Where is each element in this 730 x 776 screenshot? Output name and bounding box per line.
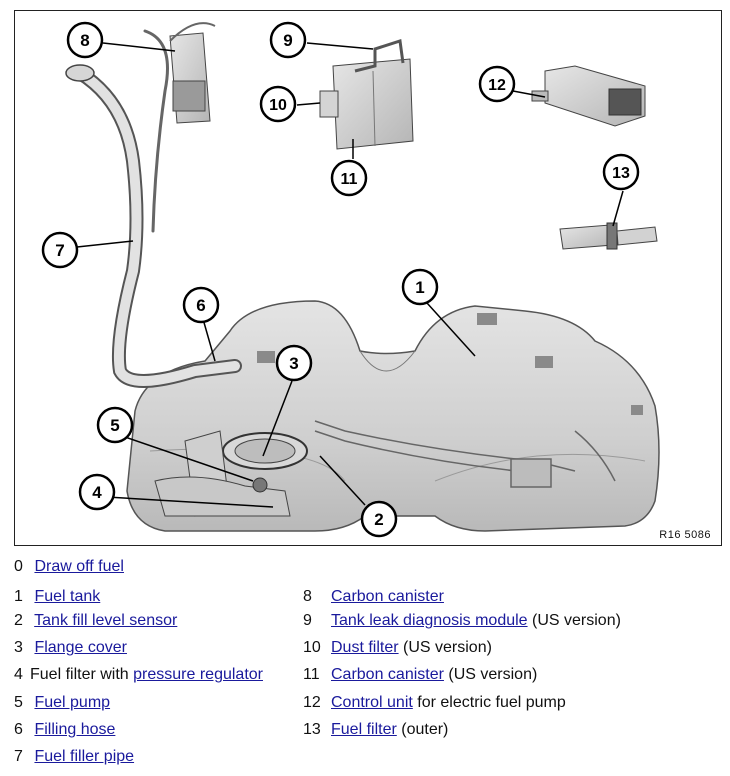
callout-12-label: 12 xyxy=(488,77,506,94)
parts-legend: 0 Draw off fuel 1 Fuel tank 2 Tank fill … xyxy=(0,553,730,776)
legend-number: 13 xyxy=(303,721,321,738)
legend-number: 6 xyxy=(14,721,23,738)
legend-item-12: 12 Control unit for electric fuel pump xyxy=(303,693,566,713)
callout-2: 2 xyxy=(360,500,398,538)
legend-item-6: 6 Filling hose xyxy=(14,720,115,740)
callout-8: 8 xyxy=(66,21,104,59)
callout-1: 1 xyxy=(401,268,439,306)
diagram-drawing: 8 9 10 11 12 13 7 6 xyxy=(41,21,660,538)
legend-item-13: 13 Fuel filter (outer) xyxy=(303,720,448,740)
legend-number: 8 xyxy=(303,588,312,605)
legend-number: 5 xyxy=(14,694,23,711)
callout-7-label: 7 xyxy=(55,241,64,260)
link-tank-leak-diagnosis-module[interactable]: Tank leak diagnosis module xyxy=(331,612,528,629)
link-flange-cover[interactable]: Flange cover xyxy=(34,639,127,656)
legend-number: 12 xyxy=(303,694,321,711)
callout-3: 3 xyxy=(275,344,313,382)
callout-10-label: 10 xyxy=(269,97,287,114)
callout-11: 11 xyxy=(330,159,368,197)
link-fuel-filler-pipe[interactable]: Fuel filler pipe xyxy=(34,748,135,765)
callout-2-label: 2 xyxy=(374,510,383,529)
callout-5: 5 xyxy=(96,406,134,444)
legend-item-0: 0 Draw off fuel xyxy=(14,557,124,577)
callout-5-label: 5 xyxy=(110,416,119,435)
callout-3-label: 3 xyxy=(289,354,298,373)
legend-suffix: (US version) xyxy=(443,666,538,683)
legend-number: 1 xyxy=(14,588,23,605)
legend-suffix: (US version) xyxy=(527,612,621,629)
callout-6-label: 6 xyxy=(196,296,205,315)
figure-reference-code: R16 5086 xyxy=(659,529,711,541)
legend-item-4: 4 Fuel filter with pressure regulator xyxy=(14,665,263,685)
callout-13-label: 13 xyxy=(612,165,630,182)
legend-suffix: for electric fuel pump xyxy=(412,694,566,711)
legend-item-1: 1 Fuel tank xyxy=(14,587,100,607)
callout-13: 13 xyxy=(602,153,640,191)
callout-11-label: 11 xyxy=(341,171,358,188)
callout-12: 12 xyxy=(478,65,516,103)
legend-suffix: (outer) xyxy=(396,721,449,738)
link-fuel-pump[interactable]: Fuel pump xyxy=(34,694,111,711)
legend-item-5: 5 Fuel pump xyxy=(14,693,110,713)
fuel-system-diagram: 8 9 10 11 12 13 7 6 xyxy=(14,10,722,546)
fuel-filler-pipe-shape xyxy=(65,29,242,388)
control-unit-shape xyxy=(531,65,646,127)
legend-number: 2 xyxy=(14,612,23,629)
link-fuel-filter[interactable]: Fuel filter xyxy=(331,721,397,738)
leader-lines xyxy=(76,42,624,508)
legend-item-11: 11 Carbon canister (US version) xyxy=(303,665,537,685)
callout-10: 10 xyxy=(259,85,297,123)
carbon-canister-shape xyxy=(169,22,216,124)
legend-item-10: 10 Dust filter (US version) xyxy=(303,638,492,658)
link-tank-fill-level-sensor[interactable]: Tank fill level sensor xyxy=(34,612,178,629)
link-carbon-canister[interactable]: Carbon canister xyxy=(331,588,444,605)
callout-8-label: 8 xyxy=(80,31,89,50)
level-sensor-internals xyxy=(314,420,616,488)
legend-number: 10 xyxy=(303,639,321,656)
link-draw-off-fuel[interactable]: Draw off fuel xyxy=(34,558,124,575)
link-dust-filter[interactable]: Dust filter xyxy=(331,639,399,656)
legend-suffix: (US version) xyxy=(398,639,492,656)
link-carbon-canister-us[interactable]: Carbon canister xyxy=(331,666,444,683)
callout-4: 4 xyxy=(78,473,116,511)
link-filling-hose[interactable]: Filling hose xyxy=(34,721,116,738)
legend-item-9: 9 Tank leak diagnosis module (US version) xyxy=(303,611,621,631)
legend-number: 7 xyxy=(14,748,23,765)
callout-9: 9 xyxy=(269,21,307,59)
legend-number: 0 xyxy=(14,558,23,575)
fuel-filter-outer-shape xyxy=(559,222,658,250)
legend-item-3: 3 Flange cover xyxy=(14,638,127,658)
legend-number: 4 xyxy=(14,666,23,683)
link-control-unit[interactable]: Control unit xyxy=(331,694,413,711)
callout-1-label: 1 xyxy=(415,278,424,297)
legend-number: 11 xyxy=(303,666,320,683)
link-fuel-tank[interactable]: Fuel tank xyxy=(34,588,101,605)
legend-item-7: 7 Fuel filler pipe xyxy=(14,747,134,767)
us-canister-assembly-shape xyxy=(319,39,414,150)
callout-6: 6 xyxy=(182,286,220,324)
link-pressure-regulator[interactable]: pressure regulator xyxy=(133,666,263,683)
legend-prefix: Fuel filter with xyxy=(30,666,134,683)
callout-4-label: 4 xyxy=(92,483,102,502)
legend-number: 9 xyxy=(303,612,312,629)
legend-item-8: 8 Carbon canister xyxy=(303,587,444,607)
legend-number: 3 xyxy=(14,639,23,656)
callout-9-label: 9 xyxy=(283,31,292,50)
legend-item-2: 2 Tank fill level sensor xyxy=(14,611,177,631)
callout-7: 7 xyxy=(41,231,79,269)
